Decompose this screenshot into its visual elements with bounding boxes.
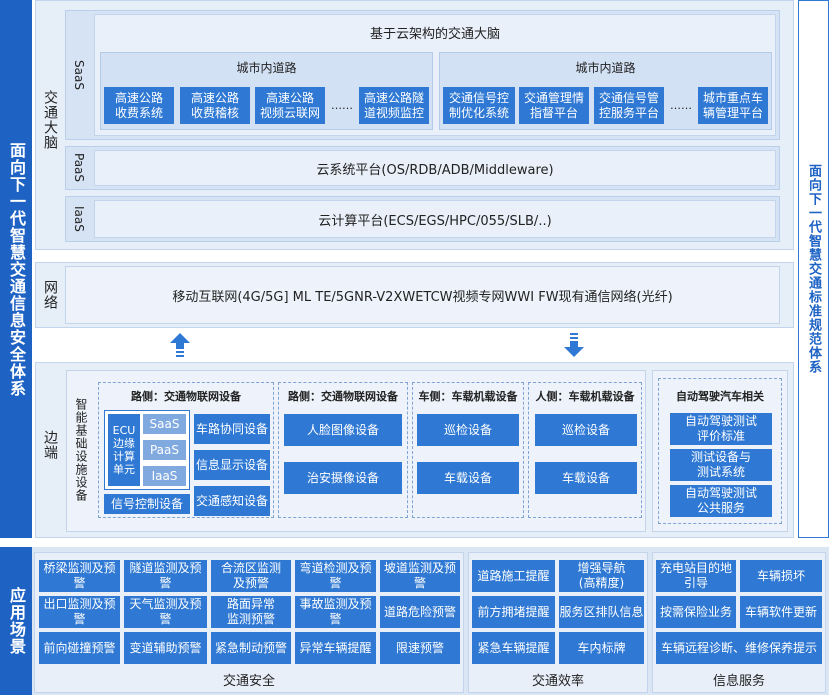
iaas-content: 云计算平台(ECS/EGS/HPC/055/SLB/..)	[94, 200, 776, 238]
saas-label: SaaS	[72, 60, 86, 90]
app-signal-optimization[interactable]: 交通信号控 制优化系统	[443, 87, 515, 124]
scene-road-anomaly[interactable]: 路面异常 监测预警	[211, 596, 291, 628]
left-banner-text: 面向下一代智慧交通信息安全体系	[7, 141, 26, 397]
info-service-title: 信息服务	[712, 673, 765, 689]
scene-exit-monitoring[interactable]: 出口监测及预警	[39, 596, 120, 628]
vehicle-onboard-device[interactable]: 车载设备	[417, 462, 519, 494]
network-label: 网络	[42, 280, 58, 310]
network-content: 移动互联网(4G/5G] ML TE/5GNR-V2XWETCW视频专网WWI …	[65, 266, 780, 324]
app-highway-video-network[interactable]: 高速公路 视频云联网	[255, 87, 325, 124]
ecu-paas[interactable]: PaaS	[143, 440, 186, 460]
scene-vehicle-damage[interactable]: 车辆损坏	[740, 560, 822, 592]
scene-speed-limit[interactable]: 限速预警	[380, 632, 460, 664]
scene-abnormal-vehicle[interactable]: 异常车辆提醒	[295, 632, 376, 664]
right-banner-text: 面向下一代智慧交通标准规范体系	[806, 164, 821, 374]
scene-slope-monitoring[interactable]: 坡道监测及预警	[380, 560, 460, 592]
autonomous-title: 自动驾驶汽车相关	[676, 390, 764, 403]
autonomous-public-service[interactable]: 自动驾驶测试 公共服务	[670, 485, 772, 517]
arrow-up-icon	[170, 333, 190, 357]
scene-road-construction[interactable]: 道路施工提醒	[472, 560, 555, 592]
app-key-vehicle-platform[interactable]: 城市重点车 辆管理平台	[698, 87, 768, 124]
scene-emergency-vehicle[interactable]: 紧急车辆提醒	[472, 632, 555, 664]
scene-in-vehicle-signage[interactable]: 车内标牌	[559, 632, 644, 664]
ecu-iaas[interactable]: IaaS	[143, 466, 186, 486]
scene-road-hazard[interactable]: 道路危险预警	[380, 596, 460, 628]
scene-tunnel-monitoring[interactable]: 隧道监测及预警	[124, 560, 207, 592]
app-traffic-management[interactable]: 交通管理情 指督平台	[519, 87, 589, 124]
ecu-edge-compute-unit[interactable]: ECU 边缘 计算 单元	[108, 414, 140, 486]
app-signal-service-platform[interactable]: 交通信号管 控服务平台	[594, 87, 664, 124]
face-image-device[interactable]: 人脸图像设备	[284, 414, 402, 446]
app-highway-toll-system[interactable]: 高速公路 收费系统	[104, 87, 174, 124]
person-side-title: 人侧：车载机载设备	[535, 390, 635, 403]
vehicle-inspection-device[interactable]: 巡检设备	[417, 414, 519, 446]
arrow-down-icon	[564, 333, 584, 357]
autonomous-test-system[interactable]: 测试设备与 测试系统	[670, 449, 772, 481]
person-inspection-device[interactable]: 巡检设备	[535, 414, 637, 446]
saas-group-1-title: 城市内道路	[236, 60, 297, 75]
scene-accident-monitoring[interactable]: 事故监测及预警	[295, 596, 376, 628]
road-side-group-1	[98, 382, 274, 518]
traffic-brain-label: 交通大脑	[42, 90, 58, 150]
scene-merge-zone-monitoring[interactable]: 合流区监测 及预警	[211, 560, 291, 592]
saas-group-1-ellipsis: ……	[331, 98, 353, 112]
edge-label: 边端	[42, 430, 58, 460]
autonomous-group	[658, 378, 782, 524]
autonomous-test-standard[interactable]: 自动驾驶测试 评价标准	[670, 413, 772, 445]
road-side-2-title: 路侧：交通物联网设备	[288, 390, 398, 403]
scene-charging-guidance[interactable]: 充电站目的地 引导	[656, 560, 736, 592]
saas-group-2-ellipsis: ……	[670, 98, 692, 112]
scene-bridge-monitoring[interactable]: 桥梁监测及预警	[39, 560, 120, 592]
scene-remote-diagnosis[interactable]: 车辆远程诊断、维修保养提示	[656, 632, 822, 664]
scene-curve-detection[interactable]: 弯道检测及预警	[295, 560, 376, 592]
saas-group-2-title: 城市内道路	[575, 60, 636, 75]
person-side-group	[528, 382, 642, 518]
scene-on-demand-insurance[interactable]: 按需保险业务	[656, 596, 736, 628]
safety-title: 交通安全	[222, 673, 275, 689]
road-side-1-title: 路侧：交通物联网设备	[131, 390, 241, 403]
efficiency-title: 交通效率	[531, 673, 584, 689]
scene-enhanced-navigation[interactable]: 增强导航 (高精度)	[559, 560, 644, 592]
scene-software-update[interactable]: 车辆软件更新	[740, 596, 822, 628]
security-camera-device[interactable]: 治安摄像设备	[284, 462, 402, 494]
ecu-saas[interactable]: SaaS	[143, 414, 186, 434]
person-onboard-device[interactable]: 车载设备	[535, 462, 637, 494]
smart-device-label: 智能基础设施设备	[74, 398, 88, 502]
scene-congestion-ahead[interactable]: 前方拥堵提醒	[472, 596, 555, 628]
app-highway-toll-audit[interactable]: 高速公路 收费稽核	[180, 87, 250, 124]
scene-weather-monitoring[interactable]: 天气监测及预警	[124, 596, 207, 628]
left-banner: 面向下一代智慧交通信息安全体系	[0, 0, 32, 538]
scene-emergency-braking[interactable]: 紧急制动预警	[211, 632, 291, 664]
paas-label: PaaS	[72, 153, 86, 183]
scene-lane-change-assist[interactable]: 变道辅助预警	[124, 632, 207, 664]
vehicle-side-group	[412, 382, 524, 518]
vehicle-side-title: 车侧：车载机载设备	[418, 390, 518, 403]
scenes-banner: 应用场景	[0, 547, 32, 695]
vehicle-road-cooperation-device[interactable]: 车路协同设备	[194, 414, 270, 444]
signal-control-device[interactable]: 信号控制设备	[104, 494, 190, 514]
info-display-device[interactable]: 信息显示设备	[194, 450, 270, 480]
paas-content: 云系统平台(OS/RDB/ADB/Middleware)	[94, 150, 776, 186]
scenes-label: 应用场景	[7, 587, 26, 655]
traffic-sensing-device[interactable]: 交通感知设备	[194, 486, 270, 516]
app-highway-tunnel-video[interactable]: 高速公路隧 道视频监控	[359, 87, 429, 124]
scene-forward-collision[interactable]: 前向碰撞预警	[39, 632, 120, 664]
right-banner: 面向下一代智慧交通标准规范体系	[798, 0, 829, 538]
scene-service-area-queue[interactable]: 服务区排队信息	[559, 596, 644, 628]
saas-title: 基于云架构的交通大脑	[369, 26, 500, 42]
iaas-label: IaaS	[72, 206, 86, 232]
road-side-group-2	[278, 382, 408, 518]
